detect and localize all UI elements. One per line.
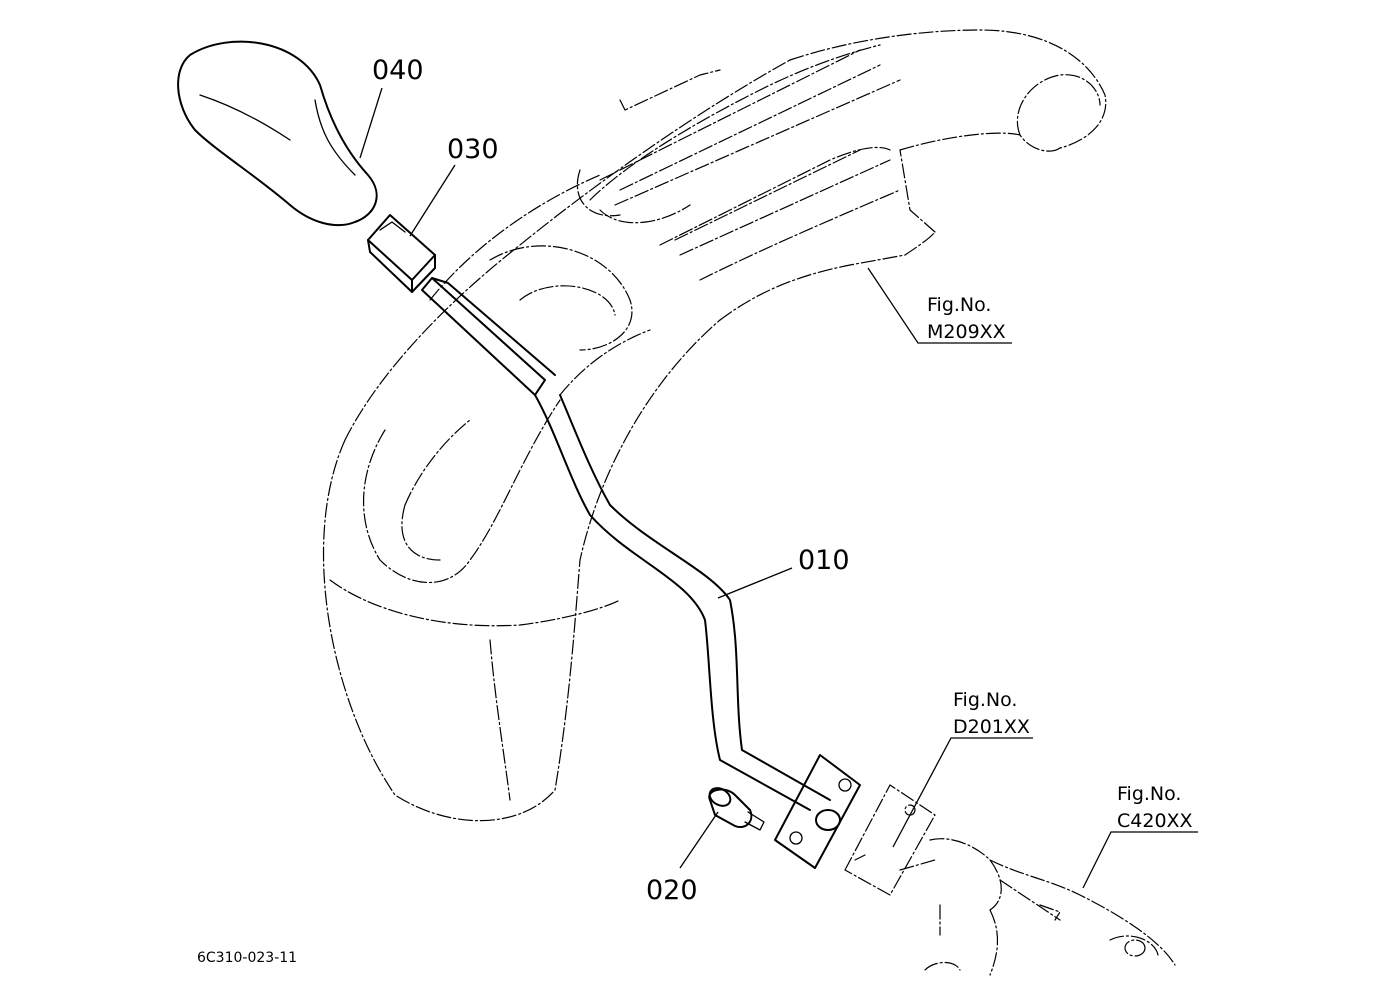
part-label-040: 040: [372, 55, 424, 86]
rod-010-drawing: [421, 277, 841, 831]
part-label-010: 010: [798, 545, 850, 576]
leader-lines: [359, 87, 1198, 889]
bolt-020-drawing: [708, 787, 765, 831]
ref-m209-line2: M209XX: [927, 321, 1006, 343]
part-label-030: 030: [447, 134, 499, 165]
ref-c420-line1: Fig.No.: [1117, 783, 1181, 805]
valve-assembly-outline: [899, 838, 1176, 976]
part-label-020: 020: [646, 875, 698, 906]
drawing-code: 6C310-023-11: [197, 950, 297, 966]
ref-m209-line1: Fig.No.: [927, 294, 991, 316]
ref-d201-line2: D201XX: [953, 716, 1030, 738]
bracket-plate-drawing: [774, 754, 936, 896]
collar-030-drawing: [367, 214, 436, 293]
knob-040-drawing: [177, 40, 378, 227]
ref-d201-line1: Fig.No.: [953, 689, 1017, 711]
ref-c420-line2: C420XX: [1117, 810, 1193, 832]
fender-console-outline: [322, 29, 1107, 822]
